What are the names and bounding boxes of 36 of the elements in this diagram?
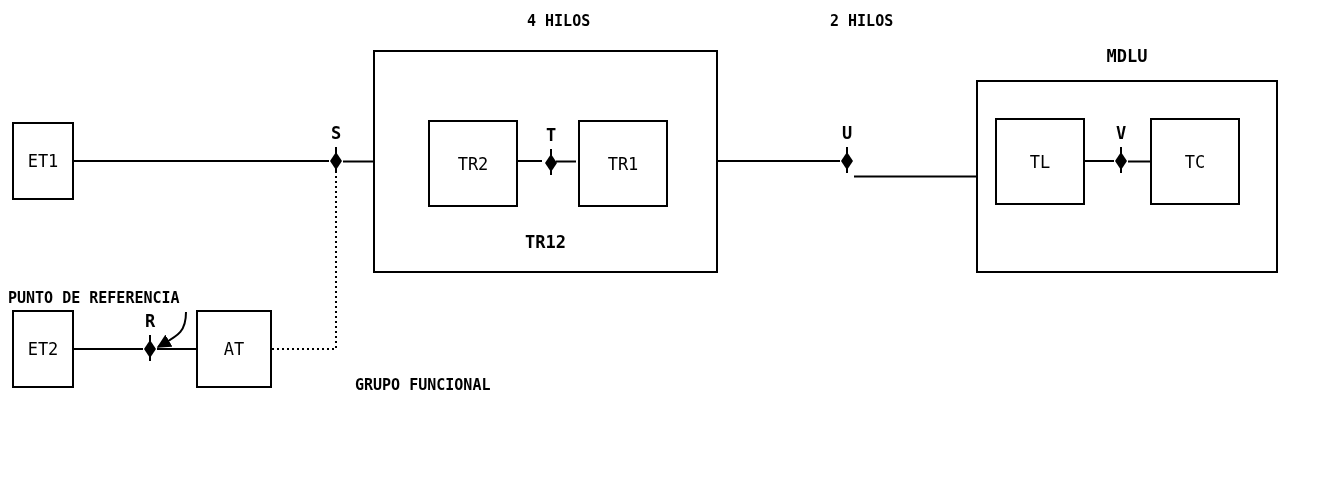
block-box (428, 120, 518, 207)
point-label: R (143, 311, 157, 331)
connector-line (342, 160, 374, 163)
group-label: TR12 (524, 232, 567, 252)
callout-text: PUNTO DE REFERENCIA (8, 289, 180, 307)
block-label: ET1 (27, 151, 59, 171)
block-box (1150, 118, 1240, 205)
block-label: AT (223, 339, 245, 359)
connector-line (73, 348, 144, 350)
block-box (196, 310, 272, 388)
block-label: TC (1184, 151, 1206, 172)
note-label: GRUPO FUNCIONAL (355, 376, 491, 394)
block-box (12, 122, 74, 200)
connector-line (156, 348, 197, 350)
note-label: 4 HILOS (527, 12, 591, 30)
leader-line (156, 311, 187, 348)
block-label: TR2 (457, 153, 489, 174)
point-label: U (840, 123, 854, 143)
block-box (12, 310, 74, 388)
block-box (578, 120, 668, 207)
connector-line (853, 175, 977, 178)
block-label: TR1 (607, 153, 639, 174)
connector-line (1084, 160, 1115, 162)
connector-line (1127, 160, 1151, 163)
connector-line (73, 160, 330, 162)
connector-line (555, 160, 577, 163)
note-label: 2 HILOS (830, 12, 894, 30)
group-box (373, 50, 718, 273)
point-label: V (1114, 123, 1128, 143)
connector-line (717, 160, 841, 162)
point-label: T (544, 125, 558, 145)
point-label: S (329, 123, 343, 143)
block-label: TL (1029, 151, 1051, 172)
group-label: MDLU (1105, 46, 1149, 66)
block-label: ET2 (27, 339, 59, 359)
block-box (995, 118, 1085, 205)
